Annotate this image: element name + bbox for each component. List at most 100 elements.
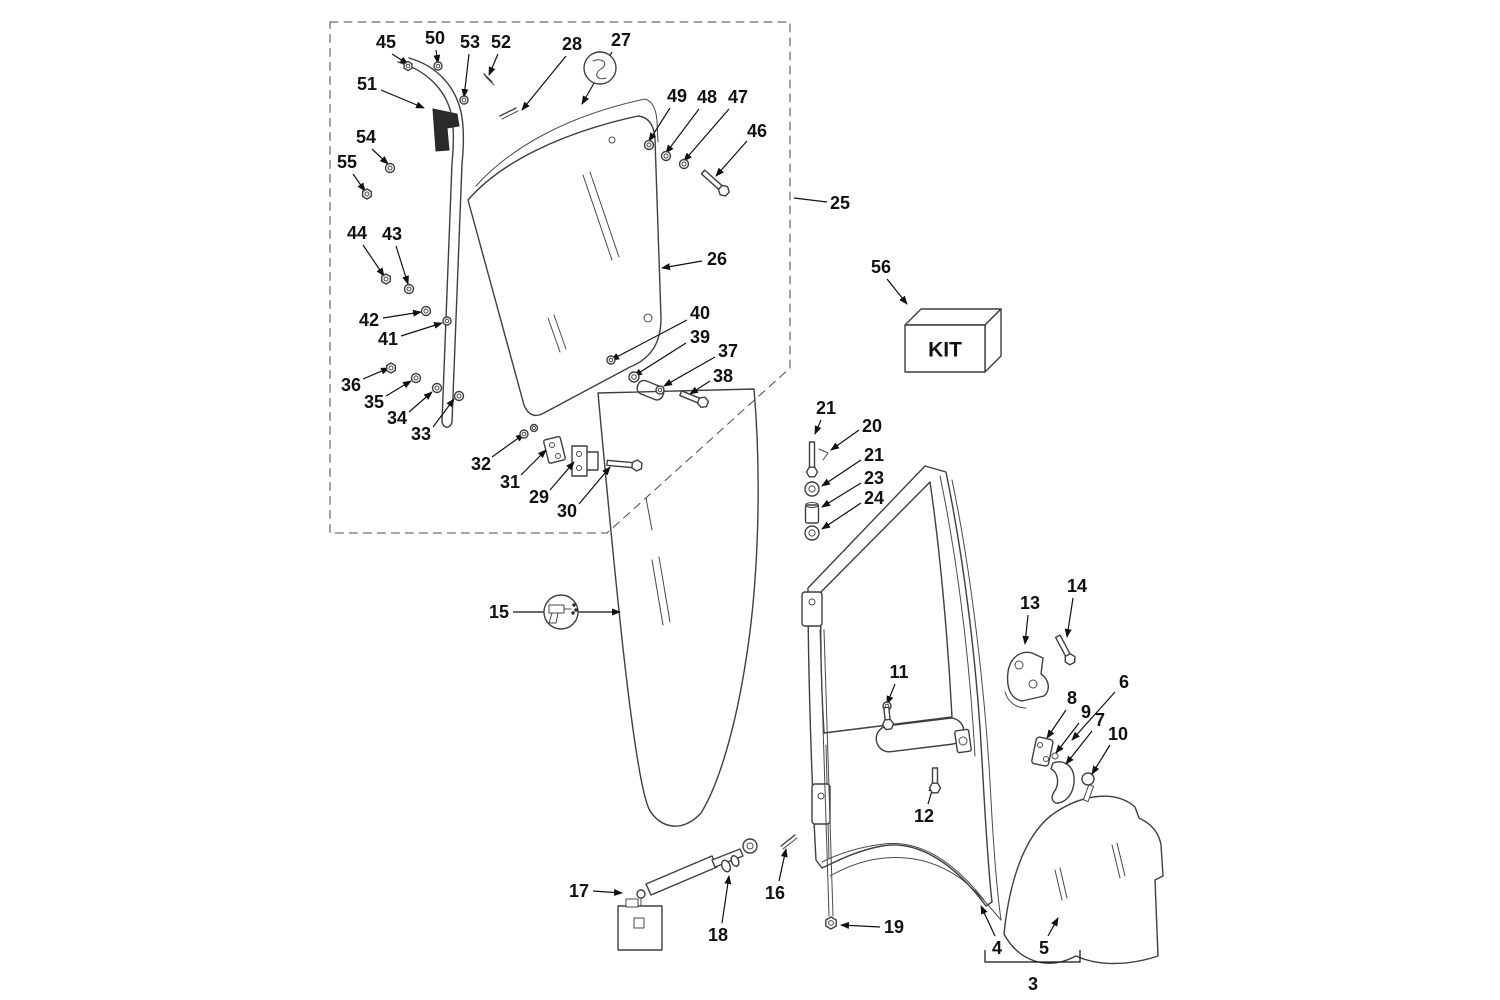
- callout-43: 43: [382, 224, 402, 244]
- door-latch: [954, 728, 972, 754]
- leader-line-18: [721, 875, 732, 924]
- washer-glyph: [628, 371, 640, 383]
- key-blade: [1082, 784, 1095, 803]
- callout-6: 6: [1119, 672, 1129, 692]
- leader-line-7: [1065, 730, 1093, 765]
- callout-56: 56: [871, 257, 891, 277]
- leader-line-31: [520, 449, 547, 476]
- washer-glyph: [804, 525, 820, 541]
- leader-line-24: [821, 502, 862, 530]
- damper-cylinder: [636, 379, 665, 401]
- washer-glyph: [442, 316, 452, 326]
- callout-40: 40: [690, 303, 710, 323]
- callout-7: 7: [1095, 710, 1105, 730]
- callout-5: 5: [1039, 938, 1049, 958]
- strut-body: [645, 855, 718, 896]
- washer-glyph: [519, 429, 529, 439]
- callout-29: 29: [529, 487, 549, 507]
- callout-37: 37: [718, 341, 738, 361]
- door-frame: [801, 448, 993, 917]
- callout-39: 39: [690, 327, 710, 347]
- nut-glyph: [825, 916, 837, 930]
- bolt-glyph: [700, 169, 730, 197]
- leader-line-49: [648, 107, 671, 142]
- washer-glyph: [420, 305, 432, 317]
- callout-33: 33: [411, 424, 431, 444]
- callout-12: 12: [914, 806, 934, 826]
- callout-15: 15: [489, 602, 509, 622]
- washer-glyph: [529, 423, 539, 433]
- callout-54: 54: [356, 127, 376, 147]
- leader-line-39: [633, 342, 687, 377]
- callout-34: 34: [387, 408, 407, 428]
- washer-glyph: [403, 283, 415, 295]
- callout-3: 3: [1028, 974, 1038, 994]
- leader-line-51: [380, 89, 425, 109]
- callout-19: 19: [884, 917, 904, 937]
- leader-line-36: [362, 367, 390, 380]
- leader-line-23: [821, 482, 862, 508]
- washer-glyph: [459, 95, 469, 105]
- latch-keeper: [432, 108, 460, 152]
- callout-4: 4: [992, 938, 1002, 958]
- leader-line-50: [433, 49, 441, 64]
- callout-35: 35: [364, 392, 384, 412]
- callout-27: 27: [611, 30, 631, 50]
- gas-strut: [617, 838, 758, 951]
- pin-glyph: [499, 107, 519, 120]
- nut-glyph: [362, 188, 372, 200]
- door-glass-15: [597, 388, 759, 827]
- fasteners: [362, 60, 1076, 930]
- bolt-glyph: [606, 459, 643, 472]
- group-bracket: [984, 950, 1081, 963]
- bolt-glyph: [1054, 634, 1076, 666]
- strut-eyelet: [742, 838, 758, 854]
- handle-lock-set: [1031, 736, 1095, 804]
- leader-line-42: [382, 309, 422, 319]
- key-head: [1081, 772, 1095, 786]
- leader-lines: [352, 49, 1116, 963]
- callout-47: 47: [728, 87, 748, 107]
- nut-glyph: [403, 60, 413, 72]
- leader-line-46: [715, 140, 748, 177]
- fastener-clip-icon: [583, 51, 617, 85]
- kit-box-label: KIT: [928, 339, 962, 362]
- callout-26: 26: [707, 249, 727, 269]
- leader-line-35: [385, 380, 412, 397]
- pin-glyph: [483, 73, 495, 86]
- bolt-glyph: [679, 390, 710, 409]
- leader-line-55: [352, 173, 366, 192]
- washer-glyph: [606, 355, 616, 365]
- window-glass-26: [467, 98, 662, 417]
- callout-13: 13: [1020, 593, 1040, 613]
- washer-glyph: [660, 150, 672, 162]
- callout-50: 50: [425, 28, 445, 48]
- dashed-assembly-box: [329, 21, 791, 534]
- callout-53: 53: [460, 32, 480, 52]
- nut-glyph: [386, 362, 396, 374]
- leader-line-44: [362, 244, 385, 277]
- leader-line-21: [821, 459, 862, 487]
- bolt-glyph: [928, 767, 942, 794]
- leader-line-32: [491, 433, 525, 458]
- bolt-glyph: [881, 706, 895, 731]
- retainer-clip: [818, 448, 829, 461]
- leader-line-48: [665, 108, 700, 154]
- callout-44: 44: [347, 223, 367, 243]
- leader-line-13: [1022, 614, 1030, 645]
- callout-38: 38: [713, 366, 733, 386]
- callout-41: 41: [378, 329, 398, 349]
- leader-line-38: [689, 380, 711, 395]
- leader-line-20: [830, 429, 860, 451]
- leader-line-28: [521, 55, 567, 111]
- leader-line-37: [663, 356, 716, 387]
- callout-8: 8: [1067, 688, 1077, 708]
- callout-42: 42: [359, 310, 379, 330]
- leader-line-19: [840, 921, 881, 929]
- leader-line-21: [814, 419, 822, 435]
- callout-30: 30: [557, 501, 577, 521]
- nut-glyph: [381, 273, 391, 285]
